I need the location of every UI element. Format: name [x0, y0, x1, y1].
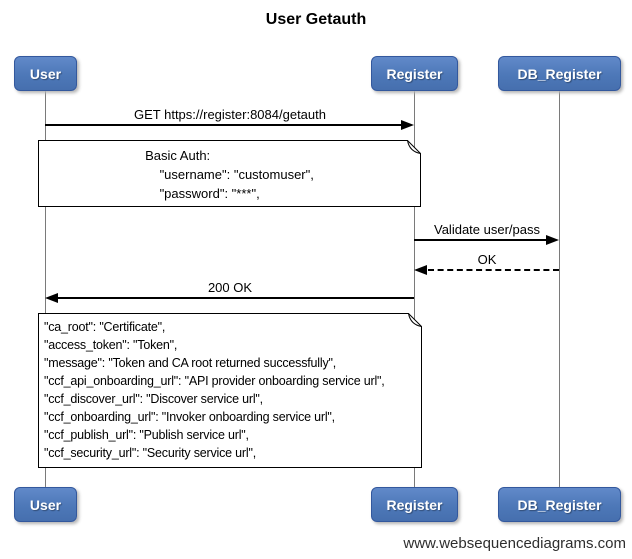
arrowhead-right-icon	[401, 120, 414, 130]
actor-register-top: Register	[371, 56, 458, 91]
lifeline-db-register	[559, 91, 560, 488]
note-basic-auth-text: Basic Auth: "username": "customuser", "p…	[145, 148, 314, 201]
message-label-validate: Validate user/pass	[434, 222, 540, 237]
note-outline	[38, 313, 422, 468]
actor-db-register-bottom: DB_Register	[498, 487, 621, 522]
lifeline-register	[414, 91, 415, 488]
message-label-200-ok: 200 OK	[207, 280, 253, 295]
arrowhead-left-icon	[45, 293, 58, 303]
lifeline-user	[45, 91, 46, 488]
note-basic-auth: Basic Auth: "username": "customuser", "p…	[38, 140, 421, 207]
actor-user-label: User	[29, 496, 62, 513]
note-fold-icon	[408, 313, 422, 327]
message-line-200-ok	[58, 297, 414, 299]
message-label-ok: OK	[477, 252, 497, 267]
watermark: www.websequencediagrams.com	[403, 535, 626, 552]
message-line-get-getauth	[45, 124, 402, 126]
note-response-body: "ca_root": "Certificate", "access_token"…	[38, 313, 422, 468]
message-label-get-getauth: GET https://register:8084/getauth	[134, 107, 326, 122]
actor-user-top: User	[14, 56, 77, 91]
note-response-body-text: "ca_root": "Certificate", "access_token"…	[44, 320, 385, 460]
actor-register-bottom: Register	[371, 487, 458, 522]
actor-db-register-label: DB_Register	[517, 496, 602, 513]
message-line-validate	[414, 239, 547, 241]
actor-db-register-top: DB_Register	[498, 56, 621, 91]
actor-register-label: Register	[386, 496, 443, 513]
diagram-title: User Getauth	[265, 11, 367, 28]
arrowhead-left-icon	[414, 265, 427, 275]
note-fold-icon	[407, 140, 421, 154]
actor-db-register-label: DB_Register	[517, 65, 602, 82]
message-line-ok	[428, 269, 559, 271]
actor-user-bottom: User	[14, 487, 77, 522]
note-outline	[38, 140, 421, 207]
arrowhead-right-icon	[546, 235, 559, 245]
actor-register-label: Register	[386, 65, 443, 82]
actor-user-label: User	[29, 65, 62, 82]
